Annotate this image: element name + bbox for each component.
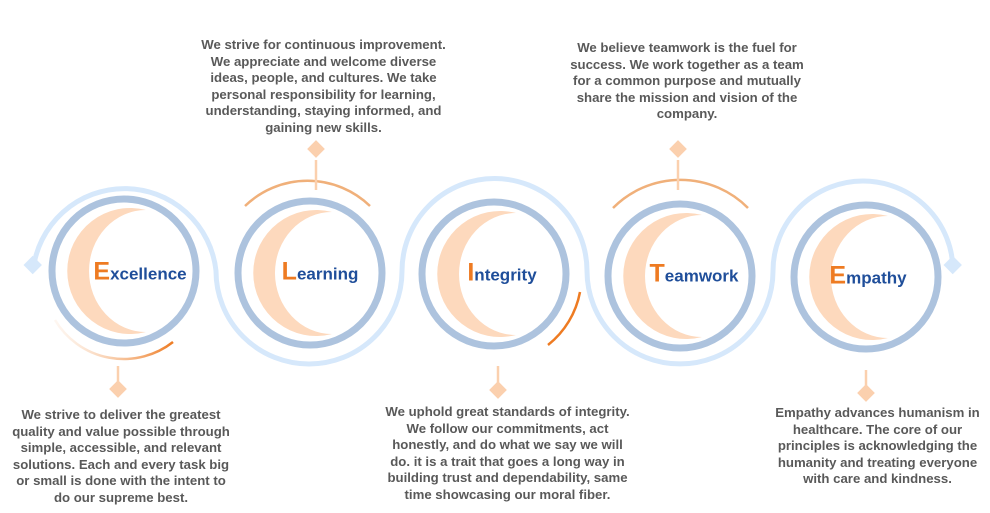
wave-end-diamond [943, 255, 962, 275]
integrity-accent-arc [547, 291, 582, 346]
teamwork-crescent [623, 213, 702, 340]
excellence-ring [48, 195, 200, 347]
teamwork-accent-arc [612, 178, 749, 209]
empathy-diamond [857, 384, 875, 402]
learning-diamond [307, 140, 325, 158]
learning-ring [234, 197, 386, 349]
value-title-teamwork: Teamwork [649, 259, 739, 288]
empathy-ring [790, 201, 942, 353]
empathy-crescent [809, 214, 888, 340]
teamwork-description: We believe teamwork is the fuel for succ… [570, 40, 804, 122]
wave-line [30, 176, 956, 367]
integrity-ring [418, 198, 570, 350]
empathy-description: Empathy advances humanism in healthcare.… [775, 405, 980, 487]
excellence-crescent [67, 208, 146, 334]
wave-start-diamond [23, 255, 42, 275]
learning-description: We strive for continuous improvement. We… [201, 37, 446, 135]
integrity-crescent [437, 211, 516, 338]
value-title-learning: Learning [281, 257, 359, 286]
excellence-description: We strive to deliver the greatest qualit… [12, 407, 230, 505]
excellence-diamond [109, 380, 127, 398]
value-title-integrity: Integrity [467, 258, 537, 287]
teamwork-diamond [669, 140, 687, 158]
integrity-description: We uphold great standards of integrity. … [385, 404, 630, 502]
excellence-accent-arc [53, 319, 174, 361]
learning-crescent [253, 210, 332, 337]
teamwork-ring [604, 200, 756, 352]
integrity-diamond [489, 381, 507, 399]
value-title-excellence: Excellence [93, 257, 187, 286]
learning-accent-arc [244, 179, 371, 207]
value-title-empathy: Empathy [829, 261, 907, 290]
